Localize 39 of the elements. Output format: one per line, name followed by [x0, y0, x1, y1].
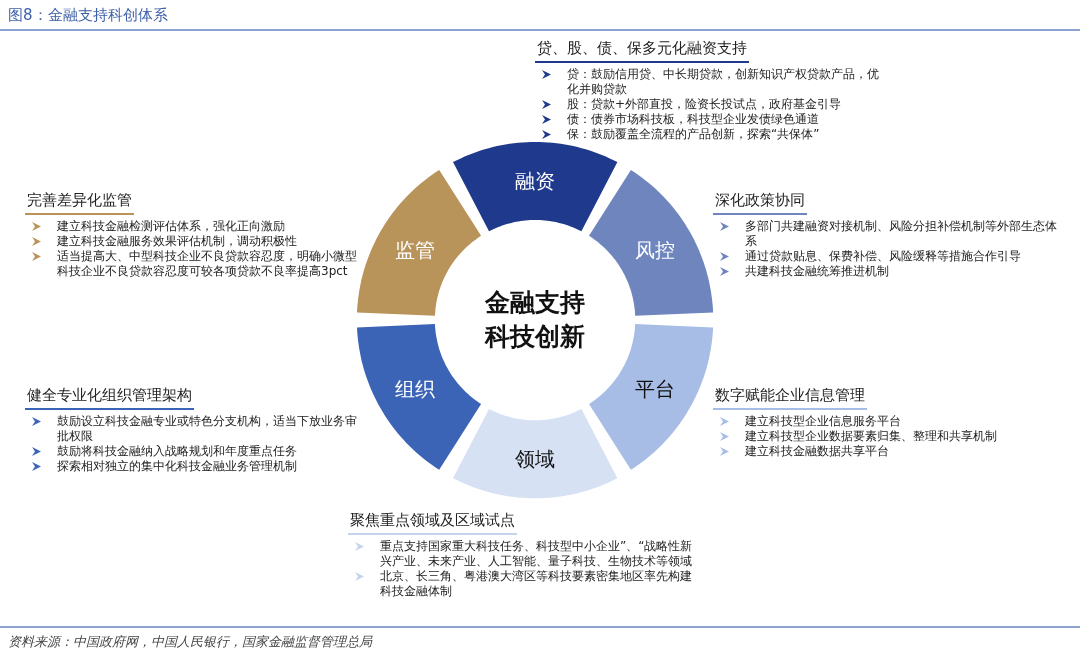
section-heading: 数字赋能企业信息管理 — [713, 386, 867, 410]
section-heading: 聚焦重点领域及区域试点 — [348, 511, 517, 535]
segment-label: 领域 — [515, 445, 555, 473]
bullet-text: 鼓励设立科技金融专业或特色分支机构，适当下放业务审批权限 — [57, 414, 357, 443]
bullet-text: 建立科技金融检测评估体系，强化正向激励 — [57, 219, 285, 233]
bullet-text: 建立科技型企业数据要素归集、整理和共享机制 — [745, 429, 997, 443]
bullet-text: 共建科技金融统筹推进机制 — [745, 264, 889, 278]
ring-segment — [452, 408, 618, 498]
bullet-text: 建立科技型企业信息服务平台 — [745, 414, 901, 428]
bullet-text: 重点支持国家重大科技任务、科技型中小企业”、“战略性新兴产业、未来产业、人工智能、量子科技、生物技术等领域 — [380, 539, 693, 568]
bullet-text: 鼓励将科技金融纳入战略规划和年度重点任务 — [57, 444, 297, 458]
bullet-text: 适当提高大、中型科技企业不良贷款容忍度，明确小微型科技企业不良贷款容忍度可较各项贷款不良率提高3pct — [57, 249, 357, 278]
ring-segment — [588, 169, 713, 316]
segment-label: 风控 — [635, 237, 676, 264]
ring-segment — [357, 169, 482, 316]
bullet-text: 贷：鼓励信用贷、中长期贷款，创新知识产权贷款产品，优化并购贷款 — [567, 67, 879, 96]
ring-segment — [452, 142, 618, 232]
bullet-text: 通过贷款贴息、保费补偿、风险缓释等措施合作引导 — [745, 249, 1021, 263]
bullet-text: 保：鼓励覆盖全流程的产品创新，探索“共保体” — [567, 127, 820, 141]
center-text: 金融支持科技创新 — [483, 287, 586, 353]
section-heading: 完善差异化监管 — [25, 191, 134, 215]
ring-segment — [357, 324, 482, 471]
segment-label: 平台 — [635, 376, 676, 403]
bullet-text: 建立科技金融数据共享平台 — [745, 444, 889, 458]
ring-segment — [588, 324, 713, 471]
bullet-text: 建立科技金融服务效果评估机制，调动积极性 — [57, 234, 297, 248]
bullet-text: 多部门共建融资对接机制、风险分担补偿机制等外部生态体系 — [745, 219, 1057, 248]
source-note: 资料来源：中国政府网，中国人民银行，国家金融监督管理总局 — [8, 633, 372, 651]
section-heading: 贷、股、债、保多元化融资支持 — [535, 39, 749, 63]
bullet-text: 北京、长三角、粤港澳大湾区等科技要素密集地区率先构建科技金融体制 — [380, 569, 692, 598]
figure-title: 图8：金融支持科创体系 — [8, 6, 168, 25]
bullet-text: 债：债券市场科技板，科技型企业发债绿色通道 — [567, 112, 819, 126]
segment-label: 组织 — [394, 376, 435, 403]
segment-label: 融资 — [515, 167, 555, 195]
section-heading: 健全专业化组织管理架构 — [25, 386, 194, 410]
section-heading: 深化政策协同 — [713, 191, 807, 215]
segment-label: 监管 — [394, 237, 435, 264]
bullet-text: 探索相对独立的集中化科技金融业务管理机制 — [57, 459, 297, 473]
bullet-text: 股：贷款+外部直投，险资长投试点，政府基金引导 — [567, 97, 842, 111]
